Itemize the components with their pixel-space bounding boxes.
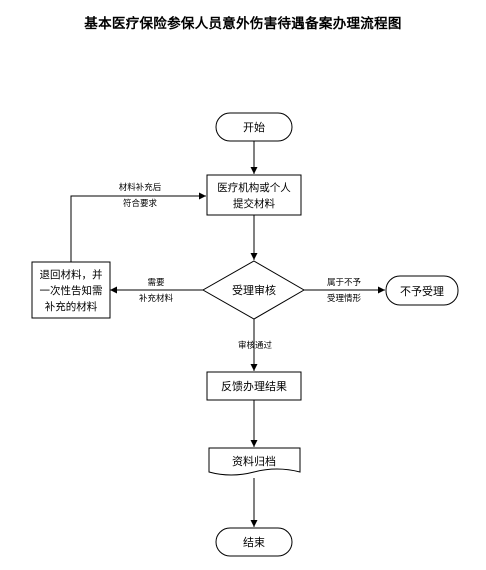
start-terminator: [215, 112, 293, 142]
edge-label-resubmit-line1: 材料补充后: [119, 182, 162, 193]
feedback-process: [206, 371, 302, 401]
start-label: 开始: [243, 120, 265, 134]
end-label: 结束: [243, 536, 265, 549]
review-decision: [201, 260, 305, 320]
edge-label-approved: 审核通过: [238, 340, 273, 351]
reject-label: 不予受理: [400, 285, 444, 298]
edge-label-reject-line2: 受理情形: [327, 293, 362, 304]
submit-label-line2: 提交材料: [233, 197, 275, 210]
review-label: 受理审核: [232, 283, 276, 297]
archive-label: 资料归档: [232, 454, 276, 468]
submit-process: [206, 174, 302, 216]
return-label-line3: 补充的材料: [45, 300, 98, 313]
edge-label-reject-line1: 属于不予: [327, 278, 362, 288]
edge-label-need-line2: 补充材料: [139, 293, 174, 304]
submit-label-line1: 医疗机构或个人: [217, 181, 291, 194]
edge-label-need-line1: 需要: [147, 278, 165, 288]
page-title: 基本医疗保险参保人员意外伤害待遇备案办理流程图: [84, 16, 402, 32]
feedback-label: 反馈办理结果: [221, 380, 287, 393]
reject-terminator: [385, 275, 459, 306]
end-terminator: [215, 527, 293, 557]
arrow-return-to-submit: [70, 192, 206, 262]
edge-label-resubmit-line2: 符合要求: [123, 198, 158, 209]
return-label-line1: 退回材料，并: [40, 268, 103, 281]
return-label-line2: 一次性告知需: [40, 284, 103, 297]
return-process: [31, 261, 111, 319]
archive-document: [208, 447, 301, 476]
